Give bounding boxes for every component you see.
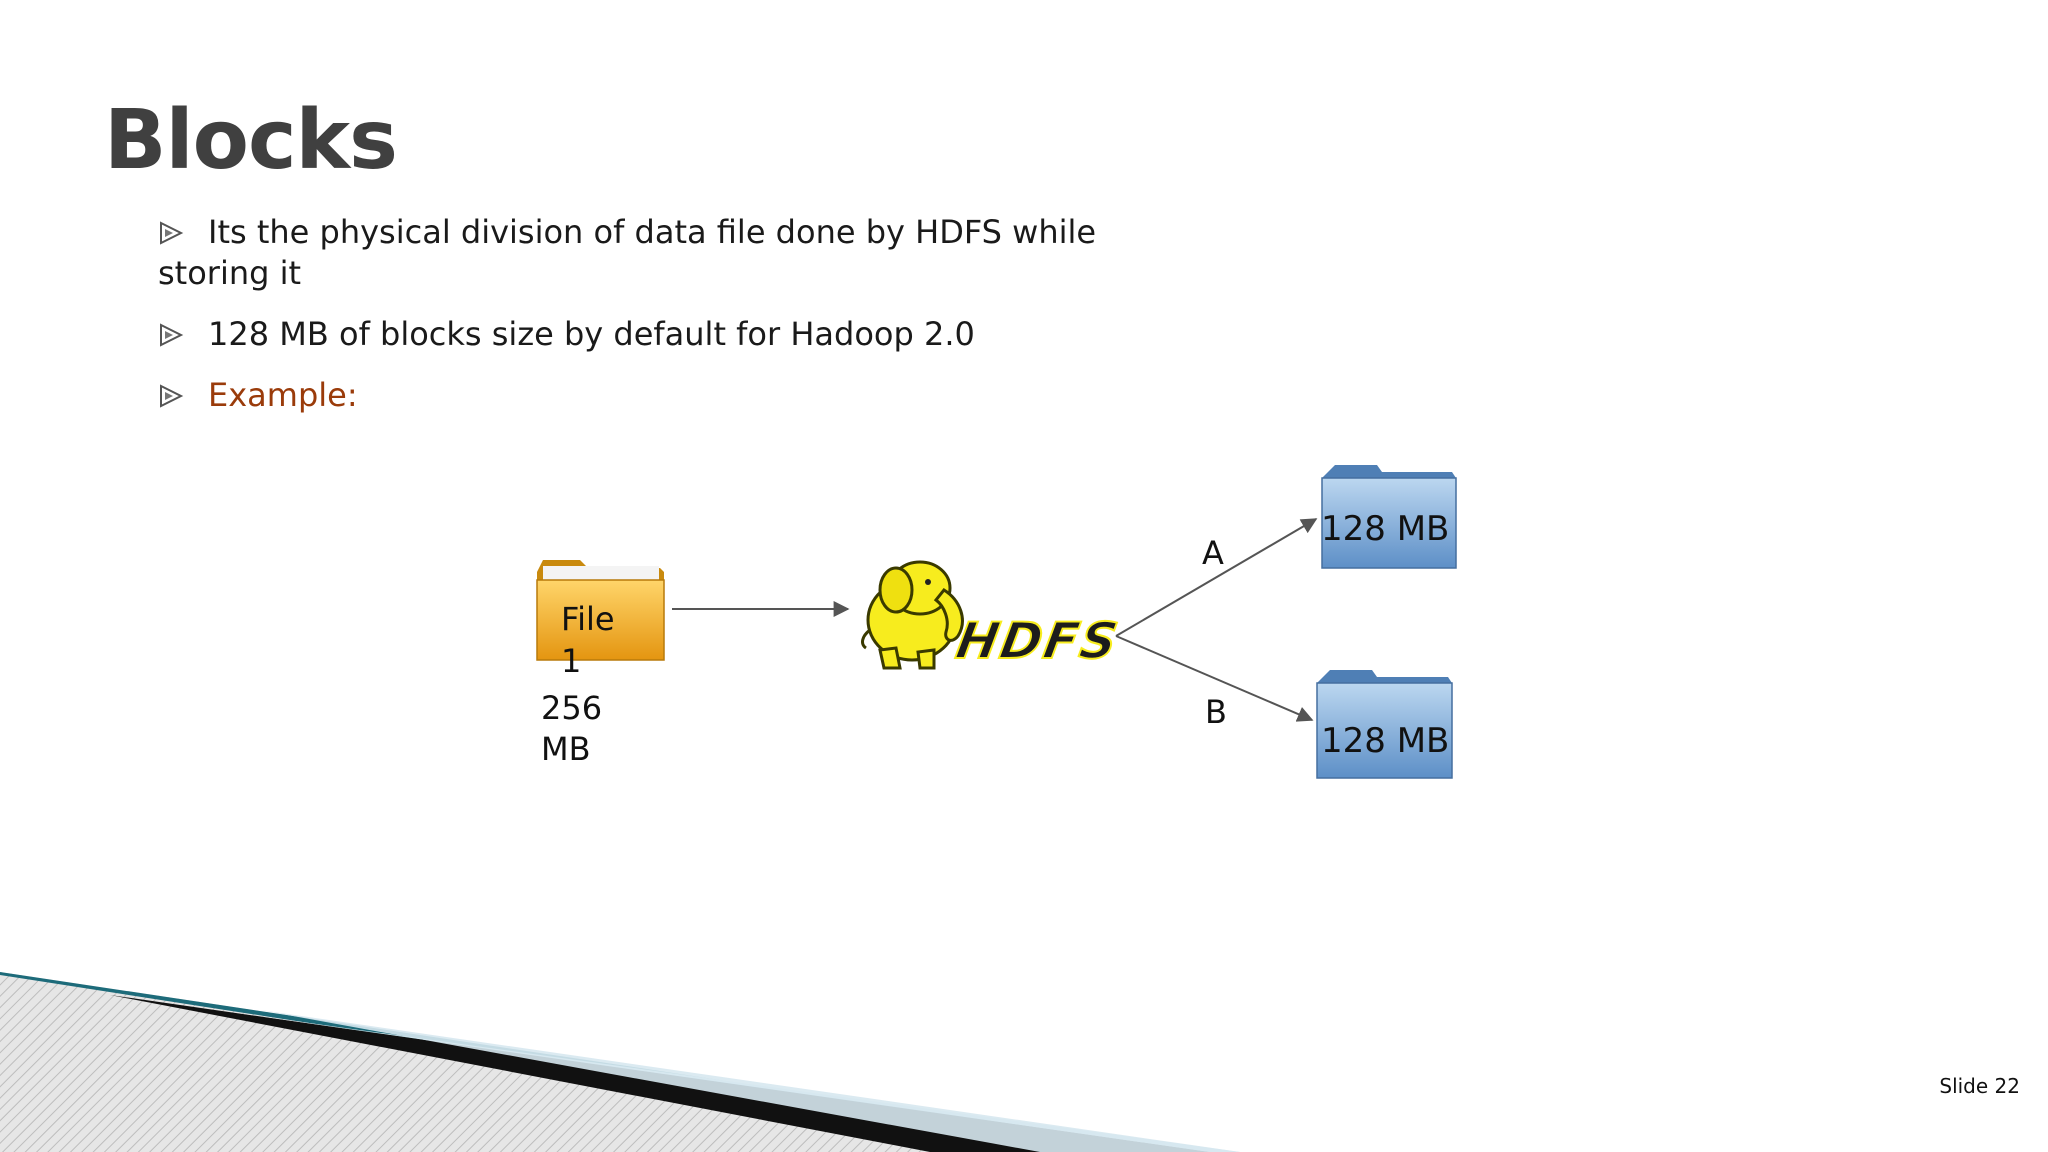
- arrow-bullet-icon: [160, 221, 184, 245]
- edge-b-arrow: [1115, 635, 1314, 722]
- block-folder-icon: [1316, 670, 1453, 779]
- block-b-size: 128 MB: [1321, 721, 1450, 761]
- bullet-item: Example:: [158, 375, 1138, 416]
- hadoop-elephant-icon: [861, 560, 964, 670]
- bullet-text: 128 MB of blocks size by default for Had…: [208, 315, 975, 353]
- bullet-item: Its the physical division of data file d…: [158, 212, 1138, 294]
- arrow-bullet-icon: [160, 384, 184, 408]
- block-a-size: 128 MB: [1321, 509, 1450, 549]
- bullet-list: Its the physical division of data file d…: [158, 212, 1138, 436]
- bullet-text: Its the physical division of data file d…: [158, 213, 1097, 292]
- arrow-bullet-icon: [160, 323, 184, 347]
- slide-number: Slide 22: [1939, 1074, 2020, 1098]
- footer-decoration: [0, 972, 1240, 1152]
- slide-title: Blocks: [104, 93, 398, 188]
- edge-a-arrow: [1115, 518, 1318, 637]
- source-file-size: 256 MB: [541, 689, 603, 768]
- hdfs-logo-text: HDFS: [952, 611, 1124, 670]
- bullet-item: 128 MB of blocks size by default for Had…: [158, 314, 1138, 355]
- source-file-name: File 1: [561, 600, 615, 680]
- source-folder-icon: [536, 560, 665, 661]
- edge-b-label: B: [1205, 693, 1227, 731]
- edge-a-label: A: [1202, 534, 1224, 572]
- bullet-text: Example:: [208, 376, 358, 414]
- block-folder-icon: [1321, 465, 1457, 569]
